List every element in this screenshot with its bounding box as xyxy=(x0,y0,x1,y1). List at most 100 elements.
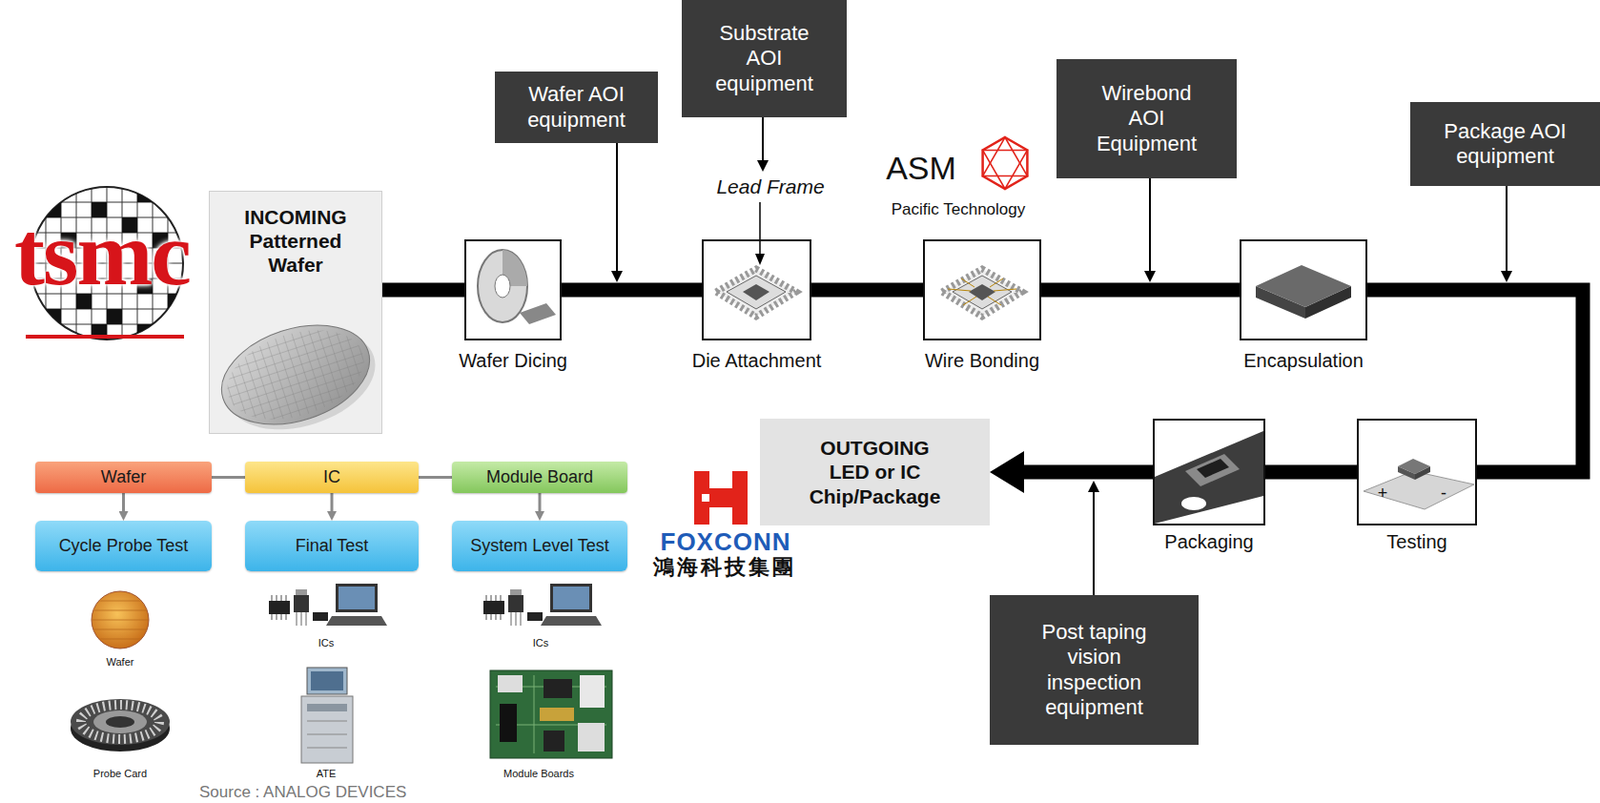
test-flow-arrow xyxy=(211,475,246,479)
probe-card-photo xyxy=(70,698,170,745)
inspection-equipment-box: Wirebond AOI Equipment xyxy=(1056,59,1237,179)
process-flow-line xyxy=(811,283,924,298)
wafer-photo xyxy=(85,610,163,612)
ate-machine-photo xyxy=(307,734,348,736)
test-flow-arrow xyxy=(538,492,542,513)
leader-arrow xyxy=(611,117,1513,595)
wafer-photo xyxy=(85,638,163,640)
inspection-equipment-box: Wafer AOI equipment xyxy=(494,71,658,144)
box-label: Package AOI equipment xyxy=(1419,119,1591,170)
leader-arrow xyxy=(757,160,769,172)
ic-photo xyxy=(270,614,273,620)
wire-bond-icon xyxy=(947,278,1017,306)
wafer-picture xyxy=(208,307,383,443)
dicing-saw-icon xyxy=(477,249,556,325)
wire-bond-icon xyxy=(961,278,975,288)
box-label: Cycle Probe Test xyxy=(59,535,189,556)
wafer-photo xyxy=(85,600,163,602)
test-flow-arrow xyxy=(330,492,334,513)
box-label: Wafer Dicing xyxy=(458,349,568,372)
wire-bond-icon xyxy=(952,275,1012,309)
ic-photo xyxy=(312,612,329,621)
probe-card-photo xyxy=(93,710,147,734)
ic-photo xyxy=(305,612,308,626)
box-label: Encapsulation xyxy=(1243,349,1364,372)
module-board-photo xyxy=(543,678,573,698)
test-type-box: System Level Test xyxy=(451,520,628,572)
image-caption: Probe Card xyxy=(93,767,147,780)
carrier-tape-icon xyxy=(1185,453,1240,487)
image-caption: ATE xyxy=(316,767,337,780)
process-flow-line xyxy=(561,283,702,298)
ic-photo xyxy=(335,583,378,613)
process-step-box: Encapsulation xyxy=(1239,239,1368,341)
source-note: Source : ANALOG DEVICES xyxy=(199,782,407,802)
dicing-saw-icon xyxy=(494,274,511,298)
ate-machine-photo xyxy=(301,696,353,763)
tsmc-logo xyxy=(137,186,153,203)
box-label: System Level Test xyxy=(470,535,610,556)
ic-photo xyxy=(268,583,388,626)
carrier-tape-icon xyxy=(1181,496,1207,511)
process-step-box: Testing xyxy=(1356,418,1477,526)
encapsulated-package-icon xyxy=(1255,265,1352,308)
process-flow-line xyxy=(1041,283,1240,298)
polarity-sign: - xyxy=(1440,483,1447,504)
foxconn-logo-mark xyxy=(694,471,748,525)
wire-bond-icon xyxy=(989,278,1004,288)
module-board-photo xyxy=(490,670,613,759)
inspection-equipment-box: Substrate AOI equipment xyxy=(681,0,847,118)
inspection-equipment-box: Post taping vision inspection equipment xyxy=(989,594,1199,745)
ate-machine-photo xyxy=(307,720,348,722)
test-type-box: Final Test xyxy=(245,520,419,572)
module-board-photo xyxy=(543,730,565,752)
ic-photo xyxy=(483,583,602,626)
foxconn-logo-mark xyxy=(709,471,733,489)
ic-photo xyxy=(270,594,273,601)
leader-arrow xyxy=(1505,185,1508,272)
module-board-photo xyxy=(497,675,523,693)
ic-photo xyxy=(300,612,303,626)
part-label: Lead Frame xyxy=(716,175,824,199)
probe-card-photo xyxy=(70,698,170,752)
process-step-box: Packaging xyxy=(1152,418,1266,526)
leader-arrow xyxy=(615,143,618,272)
ic-photo xyxy=(295,612,298,626)
wafer-picture xyxy=(208,306,389,449)
wafer-photo xyxy=(85,591,163,649)
ic-photo xyxy=(293,594,309,613)
asm-logo-mark xyxy=(983,137,1028,189)
process-flow-line xyxy=(1265,465,1357,480)
company-logo-text: FOXCONN xyxy=(660,528,792,557)
wire-bond-icon xyxy=(968,284,996,301)
leader-arrow xyxy=(755,253,765,266)
test-stage-header: IC xyxy=(245,461,419,493)
leader-arrow xyxy=(1087,480,1100,493)
box-label: Testing xyxy=(1386,531,1447,554)
asm-logo-mark xyxy=(983,150,1028,190)
inspection-equipment-box: Package AOI equipment xyxy=(1410,102,1600,186)
wire-bond-icon xyxy=(947,288,971,291)
image-caption: Module Boards xyxy=(503,767,575,780)
image-caption: ICs xyxy=(318,636,335,650)
test-platform-icon xyxy=(1397,458,1431,474)
leader-arrow xyxy=(1092,491,1095,595)
box-label: Final Test xyxy=(295,535,370,556)
wafer-picture xyxy=(215,313,375,436)
polarity-sign: + xyxy=(1377,483,1389,504)
box-label: IC xyxy=(323,467,341,488)
company-logo-text: Pacific Technology xyxy=(891,200,1026,220)
process-flow-line xyxy=(382,283,465,298)
ic-photo xyxy=(280,594,283,601)
lead-frame-icon xyxy=(742,284,770,301)
leader-arrow xyxy=(1144,270,1156,283)
module-board-photo xyxy=(499,703,517,742)
asm-logo-mark xyxy=(983,137,1028,177)
carrier-tape-icon xyxy=(1154,430,1264,524)
probe-card-photo xyxy=(105,716,135,728)
box-label: Die Attachment xyxy=(692,349,822,372)
leader-arrow xyxy=(758,202,761,255)
module-board-photo xyxy=(533,675,535,754)
wafer-photo xyxy=(85,629,163,631)
